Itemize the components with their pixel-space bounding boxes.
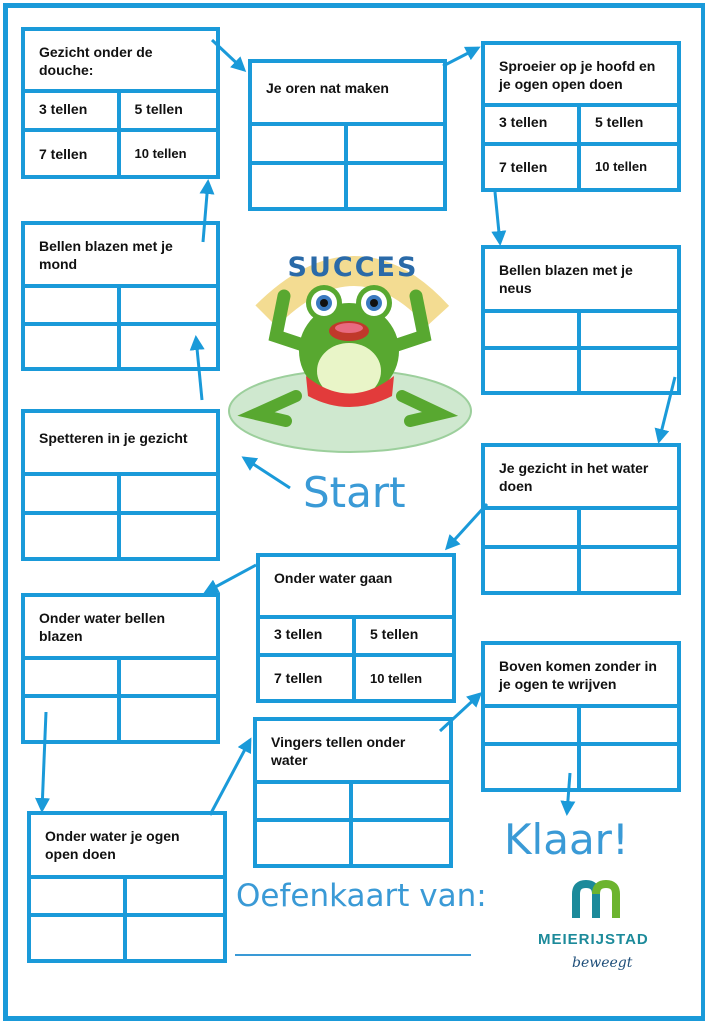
card-title: Boven komen zonder in je ogen te wrijven bbox=[485, 645, 677, 708]
card-cell[interactable]: 5 tellen bbox=[581, 103, 677, 146]
arrow bbox=[203, 563, 257, 594]
card-cell[interactable]: 7 tellen bbox=[260, 657, 356, 699]
exercise-card-count-fingers: Vingers tellen onder water bbox=[253, 717, 453, 868]
exercise-card-bubbles-nose: Bellen blazen met je neus bbox=[481, 245, 681, 395]
card-cell[interactable]: 5 tellen bbox=[356, 615, 452, 657]
exercise-card-shower: Gezicht onder de douche: 3 tellen 5 tell… bbox=[21, 27, 220, 179]
card-cell[interactable] bbox=[31, 917, 127, 959]
exercise-card-ears: Je oren nat maken bbox=[248, 59, 447, 211]
arrow bbox=[654, 376, 677, 444]
arrow bbox=[241, 456, 291, 490]
meierijstad-logo-mark bbox=[572, 880, 620, 918]
exercise-card-splash: Spetteren in je gezicht bbox=[21, 409, 220, 561]
logo-tagline: beweegt bbox=[572, 955, 633, 971]
card-cell[interactable]: 10 tellen bbox=[370, 670, 423, 686]
card-title: Je gezicht in het water doen bbox=[485, 447, 677, 510]
card-cell[interactable] bbox=[25, 325, 121, 367]
card-cell[interactable]: 7 tellen bbox=[25, 132, 121, 175]
card-title: Je oren nat maken bbox=[252, 63, 443, 126]
frog-mascot: SUCCES bbox=[228, 252, 472, 453]
card-title: Gezicht onder de douche: bbox=[25, 31, 216, 93]
card-cell[interactable] bbox=[347, 122, 443, 165]
arrow bbox=[208, 737, 252, 816]
card-cell[interactable] bbox=[120, 472, 216, 515]
finish-label: Klaar! bbox=[504, 815, 629, 864]
card-cell[interactable] bbox=[120, 656, 216, 698]
card-cell[interactable]: 3 tellen bbox=[485, 103, 581, 146]
card-cell[interactable]: 10 tellen bbox=[595, 159, 648, 175]
card-cell[interactable] bbox=[485, 506, 581, 549]
arrow bbox=[189, 335, 205, 401]
start-label: Start bbox=[303, 468, 406, 517]
mascot-banner: SUCCES bbox=[288, 252, 419, 283]
name-underline[interactable] bbox=[235, 954, 471, 956]
practice-card-owner-label: Oefenkaart van: bbox=[236, 878, 487, 914]
exercise-card-eyes-open: Onder water je ogen open doen bbox=[27, 811, 227, 963]
card-cell[interactable] bbox=[127, 875, 223, 917]
arrow bbox=[34, 711, 50, 813]
logo-wordmark: MEIERIJSTAD bbox=[538, 931, 649, 948]
card-cell[interactable] bbox=[25, 656, 121, 698]
card-cell[interactable] bbox=[31, 875, 127, 917]
card-title: Vingers tellen onder water bbox=[257, 721, 449, 784]
page-border bbox=[3, 3, 705, 1021]
card-title: Sproeier op je hoofd en je ogen open doe… bbox=[485, 45, 677, 107]
card-title: Onder water je ogen open doen bbox=[31, 815, 223, 879]
arrow bbox=[491, 191, 507, 246]
exercise-card-underwater-bubbles: Onder water bellen blazen bbox=[21, 593, 220, 744]
card-cell[interactable] bbox=[485, 350, 581, 391]
exercise-card-sprinkler: Sproeier op je hoofd en je ogen open doe… bbox=[481, 41, 681, 192]
card-cell[interactable] bbox=[120, 284, 216, 326]
card-cell[interactable] bbox=[353, 780, 449, 822]
arrow bbox=[444, 502, 489, 551]
arrow bbox=[438, 691, 483, 733]
card-cell[interactable] bbox=[257, 822, 353, 864]
card-title: Spetteren in je gezicht bbox=[25, 413, 216, 476]
arrow bbox=[560, 772, 576, 816]
exercise-card-face-in-water: Je gezicht in het water doen bbox=[481, 443, 681, 595]
exercise-card-underwater: Onder water gaan 3 tellen 5 tellen 7 tel… bbox=[256, 553, 456, 703]
card-cell[interactable] bbox=[581, 506, 677, 549]
arrow bbox=[210, 38, 247, 73]
card-cell[interactable] bbox=[25, 698, 121, 740]
card-cell[interactable] bbox=[485, 704, 581, 746]
card-cell[interactable] bbox=[581, 704, 677, 746]
card-cell[interactable] bbox=[485, 309, 581, 350]
exercise-card-surface: Boven komen zonder in je ogen te wrijven bbox=[481, 641, 681, 792]
card-cell[interactable] bbox=[257, 780, 353, 822]
card-cell[interactable] bbox=[485, 746, 581, 788]
card-cell[interactable]: 3 tellen bbox=[25, 89, 121, 132]
card-cell[interactable] bbox=[252, 122, 348, 165]
card-cell[interactable] bbox=[25, 514, 121, 557]
card-cell[interactable] bbox=[581, 309, 677, 350]
card-title: Onder water bellen blazen bbox=[25, 597, 216, 660]
arrow bbox=[442, 46, 481, 68]
card-title: Bellen blazen met je neus bbox=[485, 249, 677, 313]
card-cell[interactable] bbox=[252, 164, 348, 207]
card-cell[interactable] bbox=[25, 472, 121, 515]
card-cell[interactable] bbox=[485, 548, 581, 591]
card-cell[interactable]: 7 tellen bbox=[485, 145, 581, 188]
card-title: Onder water gaan bbox=[260, 557, 452, 619]
card-cell[interactable] bbox=[25, 284, 121, 326]
card-title: Bellen blazen met je mond bbox=[25, 225, 216, 288]
card-cell[interactable]: 10 tellen bbox=[134, 146, 187, 161]
card-cell[interactable]: 3 tellen bbox=[260, 615, 356, 657]
card-cell[interactable]: 5 tellen bbox=[120, 89, 216, 132]
exercise-card-bubbles-mouth: Bellen blazen met je mond bbox=[21, 221, 220, 371]
arrow bbox=[199, 179, 215, 243]
